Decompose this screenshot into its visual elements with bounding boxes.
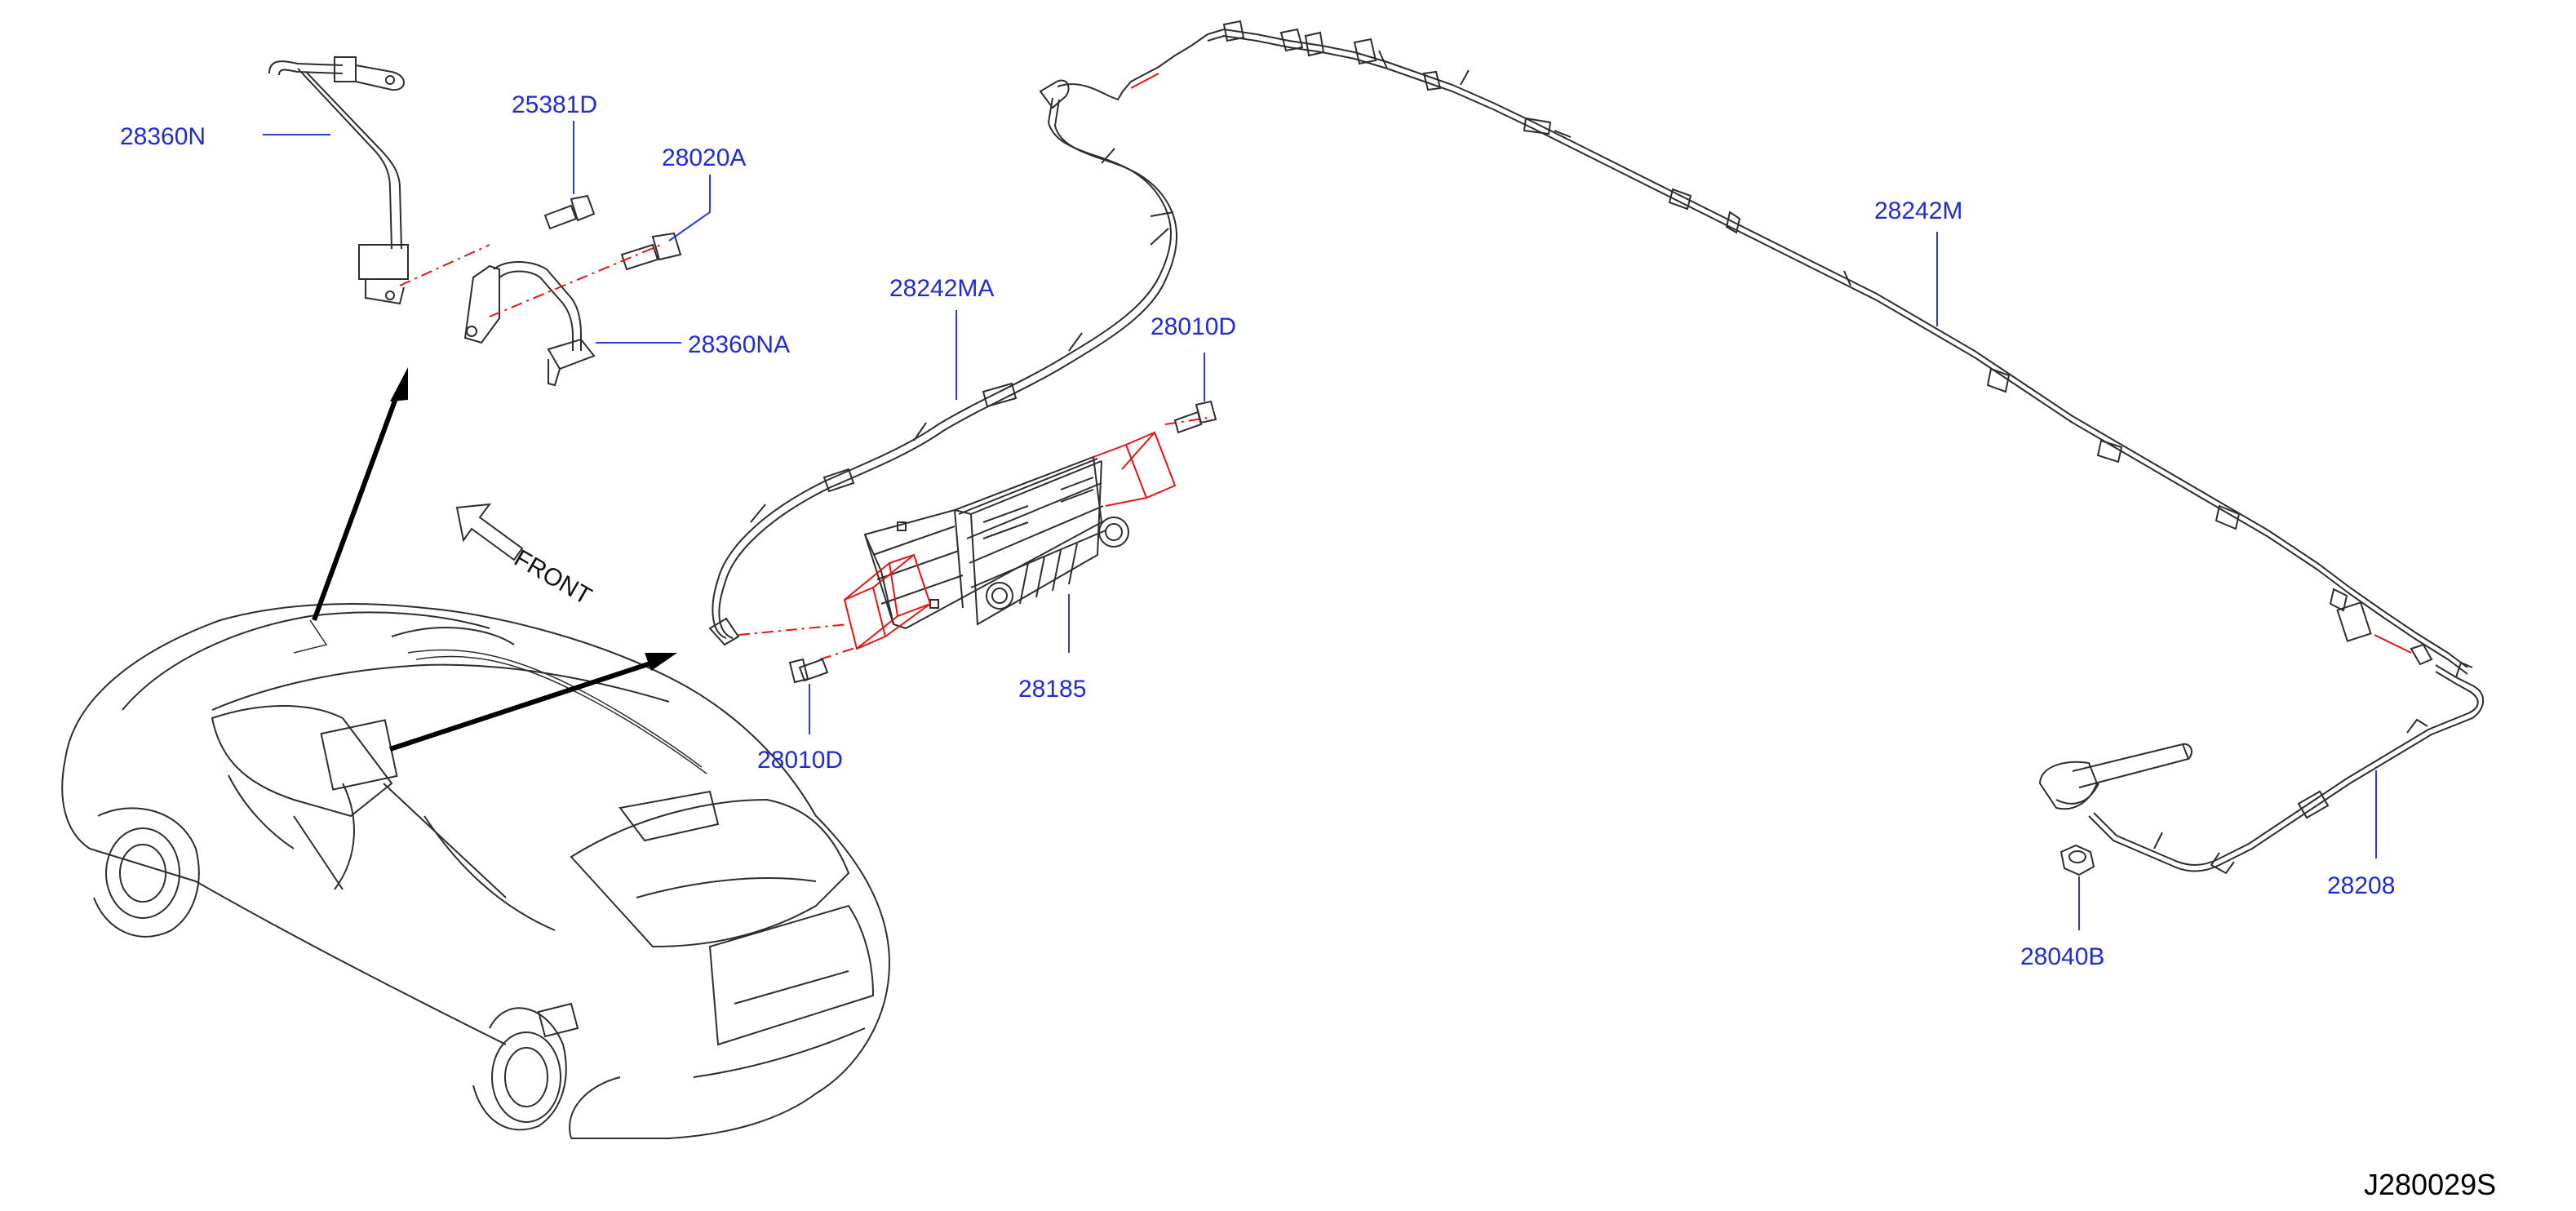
callout-28010D-top: 28010D (1151, 313, 1236, 340)
screw-28010D-top (1173, 400, 1217, 434)
ground-cable-28360NA (463, 261, 596, 387)
bolt-28020A (620, 232, 682, 271)
front-label: FRONT (510, 544, 596, 610)
ground-cable-28360N (268, 56, 409, 305)
antenna-cable-28242M (1207, 20, 2468, 675)
antenna-cable-28208 (2088, 643, 2485, 875)
front-arrow-icon (455, 503, 524, 561)
explode-box-left (843, 553, 932, 650)
explode-line-audio (738, 417, 1208, 660)
explode-line-joint (1130, 73, 1159, 89)
diagram-id: J280029S (2364, 1168, 2496, 1201)
leader-28020A (668, 175, 711, 242)
callout-arrow-audio (389, 653, 677, 752)
audio-unit-28185 (863, 455, 1129, 630)
roof-antenna-icon (2038, 743, 2192, 810)
callout-28242M: 28242M (1874, 197, 1962, 224)
nut-28040B-icon (2059, 844, 2095, 876)
callout-arrow-ground (312, 367, 408, 622)
callout-28010D-bottom: 28010D (757, 747, 843, 774)
explode-line-ground (399, 244, 662, 317)
bolt-25381D (543, 194, 596, 230)
callout-25381D: 25381D (512, 91, 597, 118)
antenna-cable-28242MA (708, 79, 1178, 646)
callout-28185: 28185 (1018, 676, 1086, 703)
callout-28360N: 28360N (120, 123, 206, 150)
callout-28020A: 28020A (662, 144, 746, 171)
callout-28040B: 28040B (2020, 943, 2104, 970)
callout-28242MA: 28242MA (889, 275, 994, 302)
screw-28010D-bottom (788, 658, 829, 684)
explode-box-right (1093, 431, 1177, 507)
car-illustration (61, 603, 891, 1139)
cable-joint (1109, 33, 1208, 101)
explode-line-rear (2374, 634, 2412, 654)
callout-28208: 28208 (2327, 872, 2395, 899)
callout-28360NA: 28360NA (688, 331, 790, 358)
